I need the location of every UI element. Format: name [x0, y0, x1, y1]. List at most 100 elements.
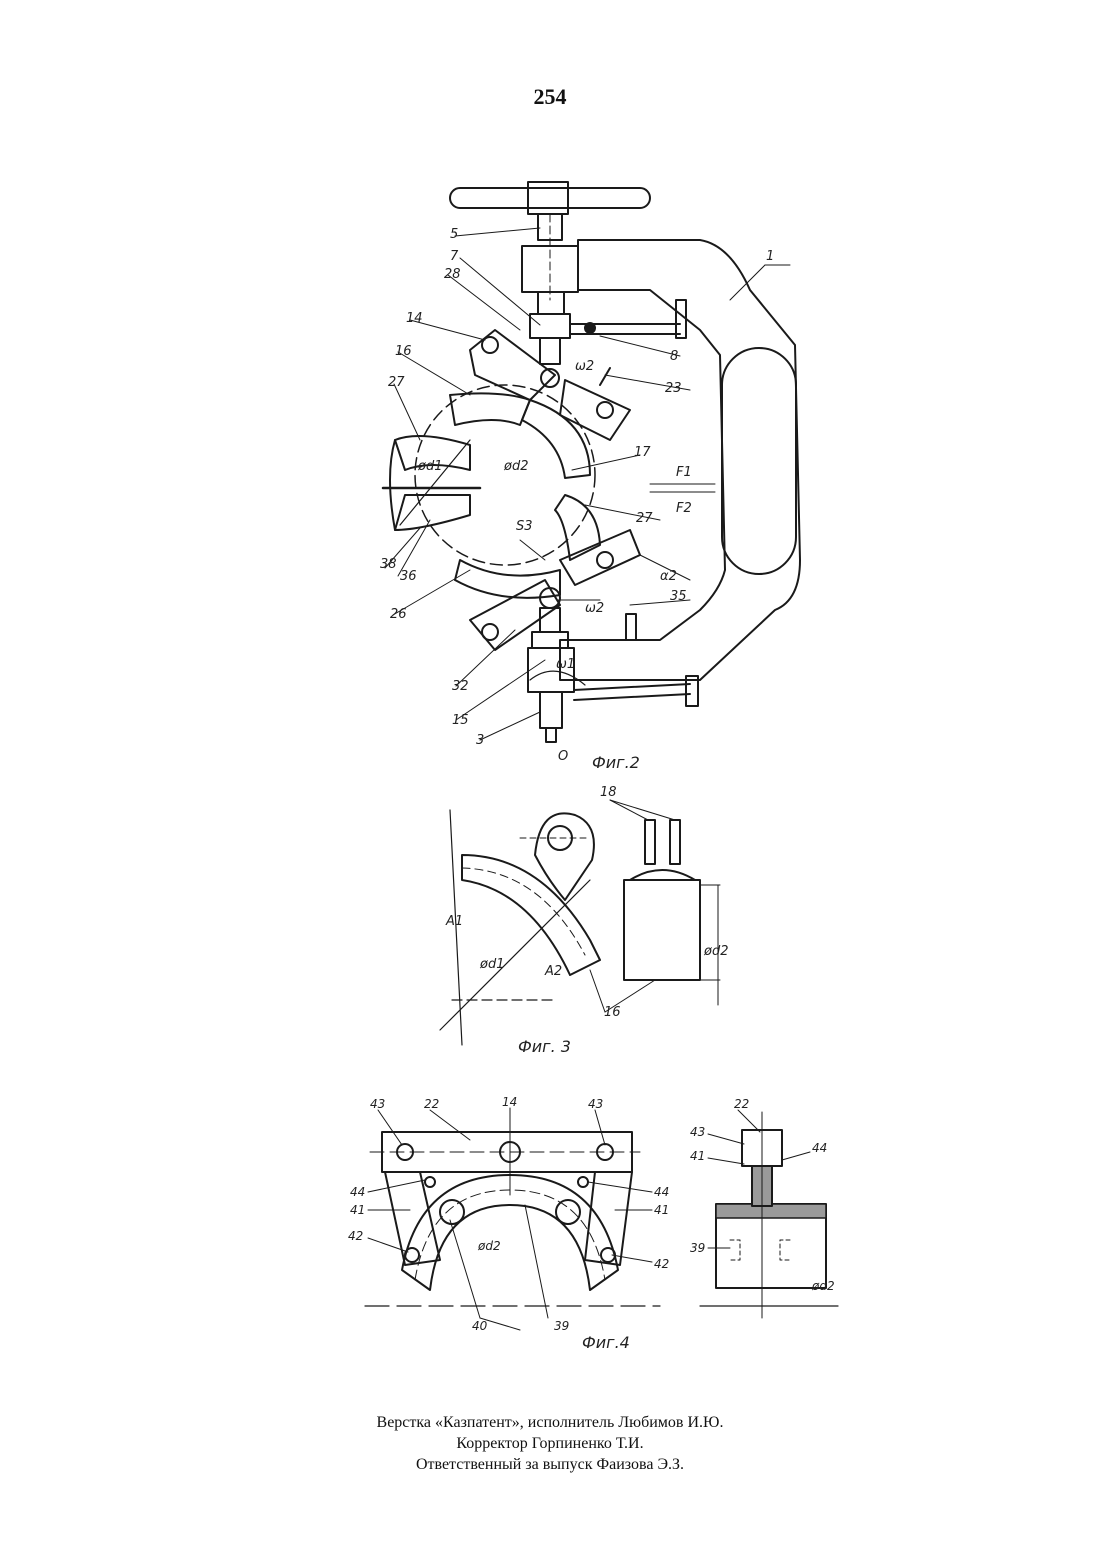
- lower-lock-rod-2: [574, 694, 690, 700]
- label-38: 38: [380, 557, 397, 572]
- label-37: 27: [388, 375, 405, 390]
- label-16: 16: [395, 344, 412, 359]
- label-omega2-lower: ω2: [585, 601, 604, 616]
- lower-lock-rod: [574, 684, 690, 690]
- label-d2: ød2: [503, 459, 528, 474]
- footer-corrector-line: Корректор Горпиненко Т.И.: [0, 1433, 1100, 1454]
- fig4-label-44-right: 44: [654, 1185, 669, 1199]
- fig3-label-A1: A1: [445, 914, 463, 929]
- fig4-label-14: 14: [502, 1095, 517, 1109]
- label-7: 7: [450, 249, 459, 264]
- fig3-label-d2: ød2: [703, 944, 728, 959]
- label-F2: F2: [676, 501, 692, 516]
- label-14: 14: [406, 311, 423, 326]
- fig4-side-label-44: 44: [812, 1141, 827, 1155]
- label-17: 17: [634, 445, 651, 460]
- upper-lock-knob: [676, 300, 686, 338]
- label-15: 15: [452, 713, 469, 728]
- footer: Верстка «Казпатент», исполнитель Любимов…: [0, 1412, 1100, 1475]
- fig4-side-label-43: 43: [690, 1125, 705, 1139]
- fig4-label-43-right: 43: [588, 1097, 603, 1111]
- label-F1: F1: [676, 465, 692, 480]
- fig3-block: [624, 880, 700, 980]
- fig3-caption: Фиг. 3: [518, 1037, 571, 1056]
- footer-responsible-line: Ответственный за выпуск Фаизова Э.З.: [0, 1454, 1100, 1475]
- fig4-label-41-left: 41: [350, 1203, 365, 1217]
- fig4-label-42-right: 42: [654, 1257, 669, 1271]
- fig4-pin-44-left: [425, 1177, 435, 1187]
- fig4-side-label-d2: ød2: [811, 1279, 835, 1293]
- label-36: 36: [400, 569, 417, 584]
- fig3-labels: 18 16 A1 A2 ød1 ød2: [445, 785, 728, 1020]
- label-1: 1: [766, 249, 774, 264]
- fig4-label-43-left: 43: [370, 1097, 385, 1111]
- clamp-circle: [415, 385, 595, 565]
- fig3-plate-2: [670, 820, 680, 864]
- jaw-17: [522, 400, 590, 478]
- jaw-26: [455, 560, 560, 598]
- fig3-label-A2: A2: [544, 964, 562, 979]
- label-d1: ød1: [417, 459, 442, 474]
- label-28: 28: [444, 267, 461, 282]
- fig4-label-41-right: 41: [654, 1203, 669, 1217]
- label-omega2-upper: ω2: [575, 359, 594, 374]
- fig4-label-39: 39: [554, 1319, 569, 1333]
- label-32: 32: [452, 679, 469, 694]
- label-26: 26: [390, 607, 407, 622]
- pivot-lower-right: [597, 552, 613, 568]
- label-omega1: ω1: [556, 657, 575, 672]
- figure-4: 43 22 14 43 44 41 42 44 41 42 40 39 ød2 …: [348, 1095, 838, 1352]
- upper-rod: [540, 338, 560, 364]
- screw-8: [585, 323, 595, 333]
- fig4-side-label-41: 41: [690, 1149, 705, 1163]
- figure-3: 18 16 A1 A2 ød1 ød2 Фиг. 3: [440, 785, 728, 1056]
- fig4-label-40: 40: [472, 1319, 488, 1333]
- fig3-label-16: 16: [604, 1005, 621, 1020]
- arm-17: [560, 380, 630, 440]
- fig4-label-d2: ød2: [477, 1239, 501, 1253]
- fig4-caption: Фиг.4: [582, 1333, 630, 1352]
- fig4-side-label-39: 39: [690, 1241, 705, 1255]
- upper-nut: [530, 314, 570, 338]
- label-27: 27: [636, 511, 653, 526]
- pin-35: [626, 614, 636, 640]
- label-23: 23: [665, 381, 682, 396]
- fig4-label-42-left: 42: [348, 1229, 363, 1243]
- fig3-segment-centerline: [462, 868, 585, 955]
- fig3-label-18: 18: [600, 785, 617, 800]
- d1-line: [400, 440, 470, 525]
- upper-screw-stem: [538, 292, 564, 314]
- fig2-leaders: [385, 228, 790, 740]
- label-S3: S3: [516, 519, 533, 534]
- fig4-label-22: 22: [424, 1097, 439, 1111]
- fig4-arm-right: [585, 1172, 632, 1265]
- fig4-roller-40: [440, 1200, 464, 1224]
- arm-32: [470, 580, 560, 650]
- pivot-17: [597, 402, 613, 418]
- label-5: 5: [450, 227, 458, 242]
- label-alpha2: α2: [660, 569, 677, 584]
- label-35: 35: [670, 589, 687, 604]
- jaw-16: [450, 393, 530, 425]
- figure-2: 5 7 28 14 16 27 38 36 26 32 15 3 23 8 1 …: [380, 182, 800, 772]
- fig4-side-label-22: 22: [734, 1097, 749, 1111]
- fig3-block-top: [630, 870, 695, 880]
- footer-layout-line: Верстка «Казпатент», исполнитель Любимов…: [0, 1412, 1100, 1433]
- fig4-label-44-left: 44: [350, 1185, 365, 1199]
- fig4-roller-right: [556, 1200, 580, 1224]
- pivot-32: [482, 624, 498, 640]
- jaw-left-outer: [390, 440, 395, 530]
- fig3-plate-1: [645, 820, 655, 864]
- omega1-arc: [530, 671, 585, 685]
- fig2-caption: Фиг.2: [592, 753, 640, 772]
- fig4-side-hidden: [730, 1240, 790, 1260]
- lower-screw-tip: [546, 728, 556, 742]
- c-frame-hand-grip: [722, 348, 796, 574]
- label-3: 3: [476, 733, 484, 748]
- fig3-label-d1: ød1: [479, 957, 504, 972]
- jaw-38: [395, 495, 470, 530]
- fig4-pin-44-right: [578, 1177, 588, 1187]
- label-8: 8: [670, 349, 678, 364]
- lower-screw-stem: [540, 692, 562, 728]
